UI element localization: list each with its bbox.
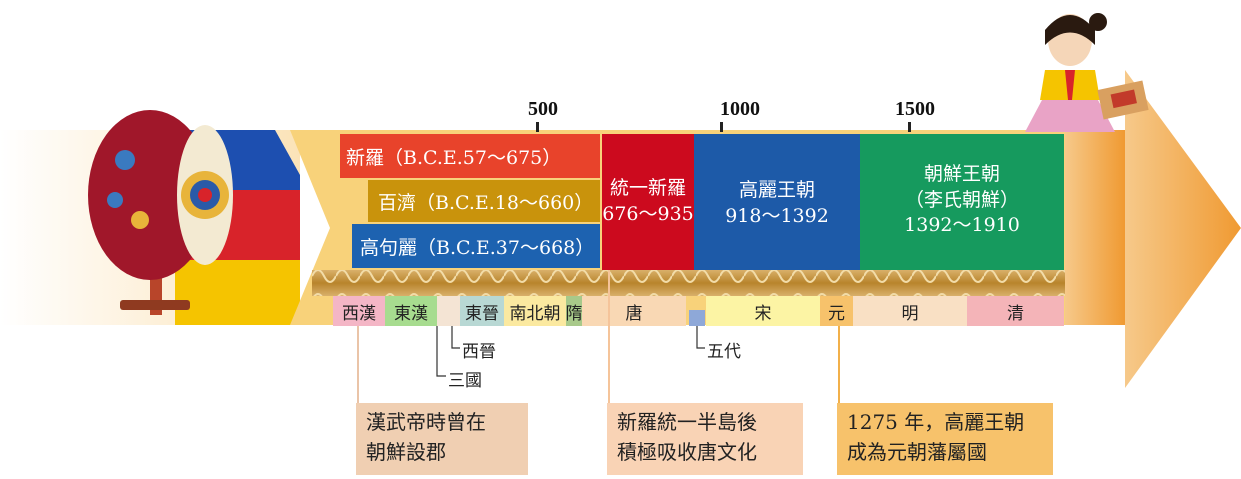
dynasty-qing: 清 xyxy=(967,296,1064,326)
goryeo-name: 高麗王朝 xyxy=(738,179,815,201)
dynasty-sui: 隋 xyxy=(566,296,582,326)
hanbok-figure-illustration xyxy=(1025,13,1149,132)
dynasty-tang: 唐 xyxy=(582,296,686,326)
joseon-alt-name: （李氏朝鮮） xyxy=(904,188,1019,211)
unified-silla-block: 統一新羅 676～935 xyxy=(602,134,694,270)
goguryeo-label: 高句麗（B.C.E.37～668） xyxy=(360,236,595,259)
joseon-block: 朝鮮王朝 （李氏朝鮮） 1392～1910 xyxy=(860,134,1064,270)
silla-label: 新羅（B.C.E.57～675） xyxy=(346,146,562,169)
dynasty-ming: 明 xyxy=(853,296,967,326)
dynasty-western-han: 西漢 xyxy=(333,296,385,326)
callout-line-2 xyxy=(608,270,610,404)
tick-mark-500 xyxy=(536,122,539,132)
tick-label-1000: 1000 xyxy=(720,98,760,120)
tick-label-1500: 1500 xyxy=(895,98,935,120)
unified-silla-name: 統一新羅 xyxy=(609,177,686,200)
unified-silla-years: 676～935 xyxy=(602,203,694,225)
callout-goryeo-yuan-vassal: 1275 年，高麗王朝 成為元朝藩屬國 xyxy=(837,403,1053,475)
joseon-name: 朝鮮王朝 xyxy=(923,163,1000,185)
callout-line-3 xyxy=(838,326,840,404)
callout-2-line-2: 積極吸收唐文化 xyxy=(617,440,757,464)
callout-1-line-1: 漢武帝時曾在 xyxy=(366,410,486,434)
dynasty-eastern-jin: 東晉 xyxy=(460,296,504,326)
tick-mark-1000 xyxy=(720,122,723,132)
dynasty-yuan: 元 xyxy=(820,296,853,326)
goryeo-block: 高麗王朝 918～1392 xyxy=(694,134,860,270)
callout-silla-tang-culture: 新羅統一半島後 積極吸收唐文化 xyxy=(607,403,803,475)
tick-label-500: 500 xyxy=(528,98,558,120)
joseon-years: 1392～1910 xyxy=(904,214,1020,237)
callout-2-line-1: 新羅統一半島後 xyxy=(617,410,757,434)
dynasty-five-dynasties xyxy=(689,310,705,326)
tick-mark-1500 xyxy=(908,122,911,132)
arrow-head xyxy=(1125,70,1241,388)
goguryeo-block: 高句麗（B.C.E.37～668） xyxy=(352,224,600,268)
goryeo-years: 918～1392 xyxy=(725,204,829,227)
drum-illustration xyxy=(88,110,233,315)
callout-han-commanderies: 漢武帝時曾在 朝鮮設郡 xyxy=(356,403,528,475)
callout-3-line-1: 1275 年，高麗王朝 xyxy=(847,410,1025,434)
dynasty-eastern-han: 東漢 xyxy=(385,296,437,326)
label-five-dynasties: 五代 xyxy=(707,342,741,362)
callout-3-line-2: 成為元朝藩屬國 xyxy=(847,440,987,464)
label-western-jin: 西晉 xyxy=(462,342,496,362)
dynasty-north-south: 南北朝 xyxy=(504,296,566,326)
label-three-kingdoms: 三國 xyxy=(448,371,482,391)
silla-block: 新羅（B.C.E.57～675） xyxy=(340,134,600,178)
baekje-label: 百濟（B.C.E.18～660） xyxy=(378,191,594,214)
dynasty-gap xyxy=(437,296,460,326)
baekje-block: 百濟（B.C.E.18～660） xyxy=(368,180,600,222)
dynasty-song: 宋 xyxy=(706,296,820,326)
callout-1-line-2: 朝鮮設郡 xyxy=(366,440,446,464)
callout-line-1 xyxy=(357,326,359,404)
